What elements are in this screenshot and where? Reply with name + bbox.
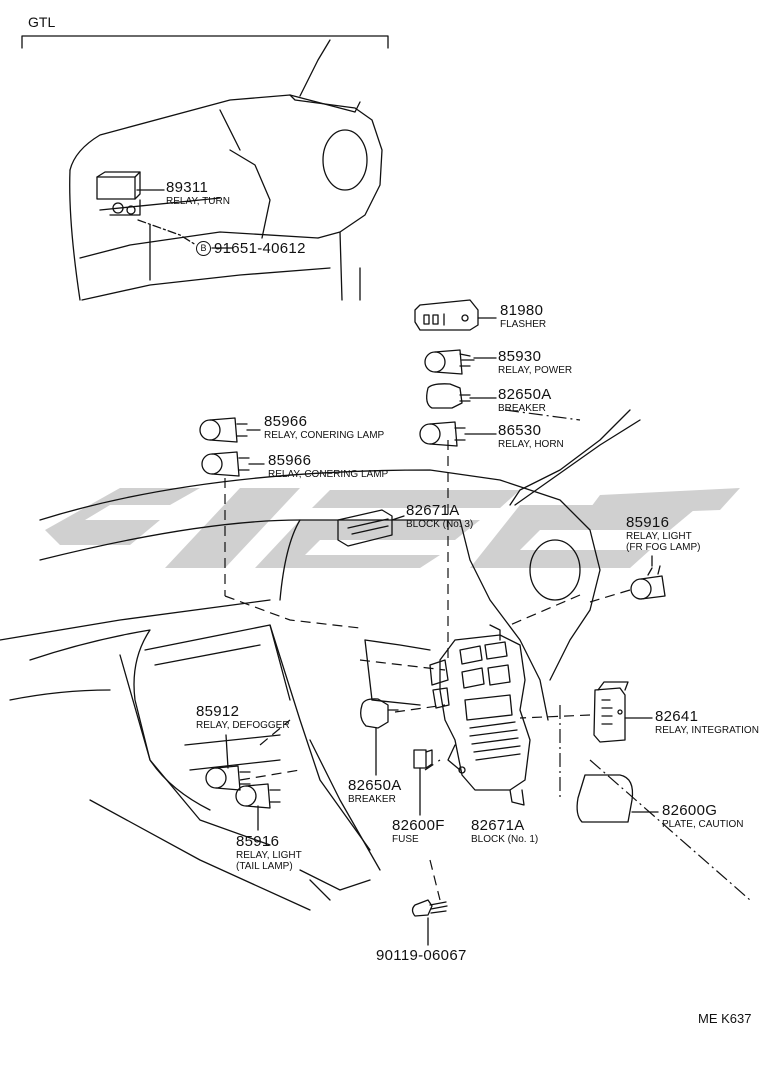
label-82671a-no3: 82671A BLOCK (No. 3) [406, 503, 473, 530]
label-82641: 82641 RELAY, INTEGRATION [655, 709, 759, 736]
label-86530: 86530 RELAY, HORN [498, 423, 564, 450]
label-82650a-top: 82650A BREAKER [498, 387, 552, 414]
part-desc: RELAY, CONERING LAMP [268, 469, 389, 480]
part-number: 82641 [655, 708, 699, 725]
part-number: 85930 [498, 348, 542, 365]
part-desc: PLATE, CAUTION [662, 819, 744, 830]
diagram-code: ME K637 [698, 1011, 752, 1026]
part-desc-2: (FR FOG LAMP) [626, 542, 701, 553]
part-number: 81980 [500, 302, 544, 319]
part-desc: RELAY, TURN [166, 196, 230, 207]
part-desc: RELAY, INTEGRATION [655, 725, 759, 736]
label-89311: 89311 RELAY, TURN [166, 180, 230, 207]
part-number: 82650A [498, 386, 552, 403]
part-desc: FUSE [392, 834, 419, 845]
part-number: 90119-06067 [376, 947, 467, 964]
label-85912: 85912 RELAY, DEFOGGER [196, 704, 290, 731]
part-desc: RELAY, HORN [498, 439, 564, 450]
part-number: 85966 [268, 452, 312, 469]
label-82671a-no1: 82671A BLOCK (No. 1) [471, 818, 538, 845]
label-82600f: 82600F FUSE [392, 818, 445, 845]
part-number: 85916 [626, 514, 670, 531]
part-desc: RELAY, CONERING LAMP [264, 430, 385, 441]
part-desc: RELAY, LIGHT [626, 531, 692, 542]
watermark-logo [45, 488, 740, 568]
part-number: 91651-40612 [214, 240, 306, 257]
part-number: 85966 [264, 413, 308, 430]
part-number: 85912 [196, 703, 240, 720]
part-desc: RELAY, LIGHT [236, 850, 302, 861]
part-number: 82600F [392, 817, 445, 834]
part-desc: BREAKER [498, 403, 546, 414]
part-number: 86530 [498, 422, 542, 439]
part-number: 82650A [348, 777, 402, 794]
label-82600g: 82600G PLATE, CAUTION [662, 803, 744, 830]
label-85916-tail: 85916 RELAY, LIGHT (TAIL LAMP) [236, 834, 302, 872]
label-90119: 90119-06067 [376, 948, 467, 963]
label-85930: 85930 RELAY, POWER [498, 349, 572, 376]
part-desc: FLASHER [500, 319, 547, 330]
part-desc: RELAY, POWER [498, 365, 573, 376]
part-desc: BLOCK (No. 3) [406, 519, 474, 530]
part-number: 85916 [236, 833, 280, 850]
bolt-marker-b: B [196, 241, 211, 257]
gtl-bracket [21, 35, 389, 49]
label-85916-fog: 85916 RELAY, LIGHT (FR FOG LAMP) [626, 515, 700, 553]
part-desc-2: (TAIL LAMP) [236, 861, 293, 872]
part-number: 82671A [406, 502, 460, 519]
label-81980: 81980 FLASHER [500, 303, 546, 330]
label-85966-a: 85966 RELAY, CONERING LAMP [264, 414, 384, 441]
part-desc: BLOCK (No. 1) [471, 834, 539, 845]
section-label: GTL [28, 14, 56, 30]
label-82650a-bottom: 82650A BREAKER [348, 778, 402, 805]
label-85966-b: 85966 RELAY, CONERING LAMP [268, 453, 388, 480]
part-number: 89311 [166, 179, 209, 196]
part-desc: BREAKER [348, 794, 396, 805]
part-number: 82600G [662, 802, 718, 819]
part-desc: RELAY, DEFOGGER [196, 720, 290, 731]
part-number: 82671A [471, 817, 525, 834]
